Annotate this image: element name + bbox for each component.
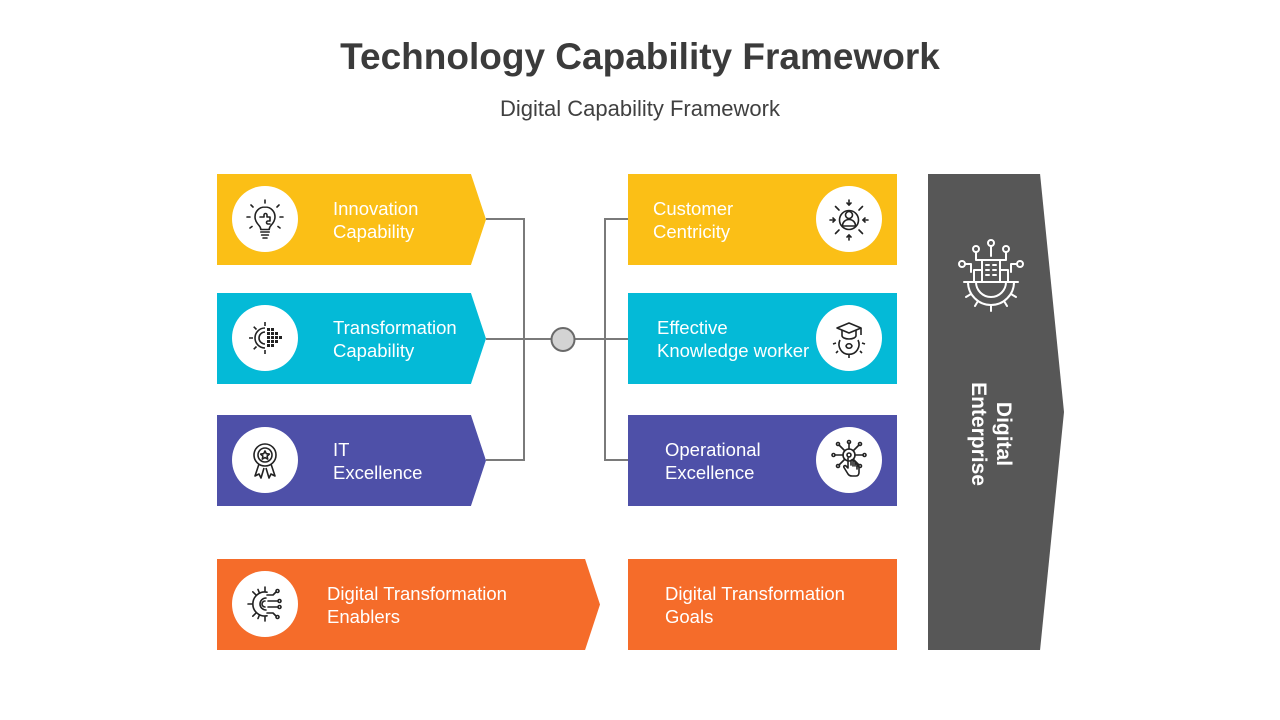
digital-transformation-enablers-box[interactable]: Digital Transformation Enablers: [217, 559, 600, 650]
label-line-1: Customer: [653, 198, 734, 219]
label-line-1: Transformation: [333, 317, 457, 338]
icon-circle: [816, 427, 882, 493]
digital-transformation-enablers-label: Digital Transformation Enablers: [327, 582, 507, 628]
label-line-2: Capability: [333, 221, 415, 242]
icon-circle: [232, 571, 298, 637]
icon-circle: [816, 305, 882, 371]
label-line-1: Digital Transformation: [327, 583, 507, 604]
effective-knowledge-worker-label: Effective Knowledge worker: [657, 316, 809, 362]
lightbulb-puzzle-icon: [246, 199, 284, 239]
digital-transformation-goals-label: Digital Transformation Goals: [665, 582, 845, 628]
operational-excellence-label: Operational Excellence: [665, 438, 761, 484]
label-line-2: Knowledge worker: [657, 340, 810, 361]
customer-centricity-box[interactable]: Customer Centricity: [628, 174, 897, 265]
label-line-2: Enterprise: [967, 382, 990, 486]
transformation-capability-label: Transformation Capability: [333, 316, 457, 362]
connector-hub: [550, 327, 576, 352]
page-title: Technology Capability Framework: [340, 36, 940, 77]
it-excellence-box[interactable]: IT Excellence: [217, 415, 486, 506]
icon-circle: [232, 427, 298, 493]
innovation-capability-label: Innovation Capability: [333, 197, 418, 243]
icon-circle: [816, 186, 882, 252]
building-gear-circuit-icon: [958, 239, 1024, 312]
gear-pixel-icon: [249, 322, 282, 354]
gear-circuit-icon: [247, 586, 282, 622]
icon-circle: [232, 305, 298, 371]
digital-transformation-goals-box[interactable]: Digital Transformation Goals: [628, 559, 897, 650]
customer-focus-icon: [829, 199, 869, 241]
label-line-1: IT: [333, 439, 350, 460]
customer-centricity-label: Customer Centricity: [653, 197, 733, 243]
touch-network-icon: [831, 439, 867, 477]
label-line-1: Digital Transformation: [665, 583, 845, 604]
digital-enterprise-arrow[interactable]: Digital Enterprise: [928, 174, 1064, 650]
transformation-capability-box[interactable]: Transformation Capability: [217, 293, 486, 384]
label-line-1: Effective: [657, 317, 728, 338]
label-line-2: Excellence: [333, 462, 423, 483]
label-line-1: Digital: [992, 401, 1015, 467]
page-subtitle: Digital Capability Framework: [500, 96, 780, 121]
connector-right-bracket: [604, 218, 628, 461]
icon-circle: [232, 186, 298, 252]
label-line-2: Capability: [333, 340, 415, 361]
graduation-gear-icon: [832, 322, 866, 358]
label-line-1: Innovation: [333, 198, 419, 219]
label-line-1: Operational: [665, 439, 761, 460]
operational-excellence-box[interactable]: Operational Excellence: [628, 415, 897, 506]
award-ribbon-icon: [253, 443, 277, 479]
label-line-2: Centricity: [653, 221, 731, 242]
innovation-capability-box[interactable]: Innovation Capability: [217, 174, 486, 265]
digital-enterprise-label: Digital Enterprise: [966, 382, 1016, 486]
label-line-2: Excellence: [665, 462, 755, 483]
connector-left-bracket: [486, 218, 525, 461]
effective-knowledge-worker-box[interactable]: Effective Knowledge worker: [628, 293, 897, 384]
label-line-2: Enablers: [327, 606, 401, 627]
label-line-2: Goals: [665, 606, 714, 627]
it-excellence-label: IT Excellence: [333, 438, 422, 484]
